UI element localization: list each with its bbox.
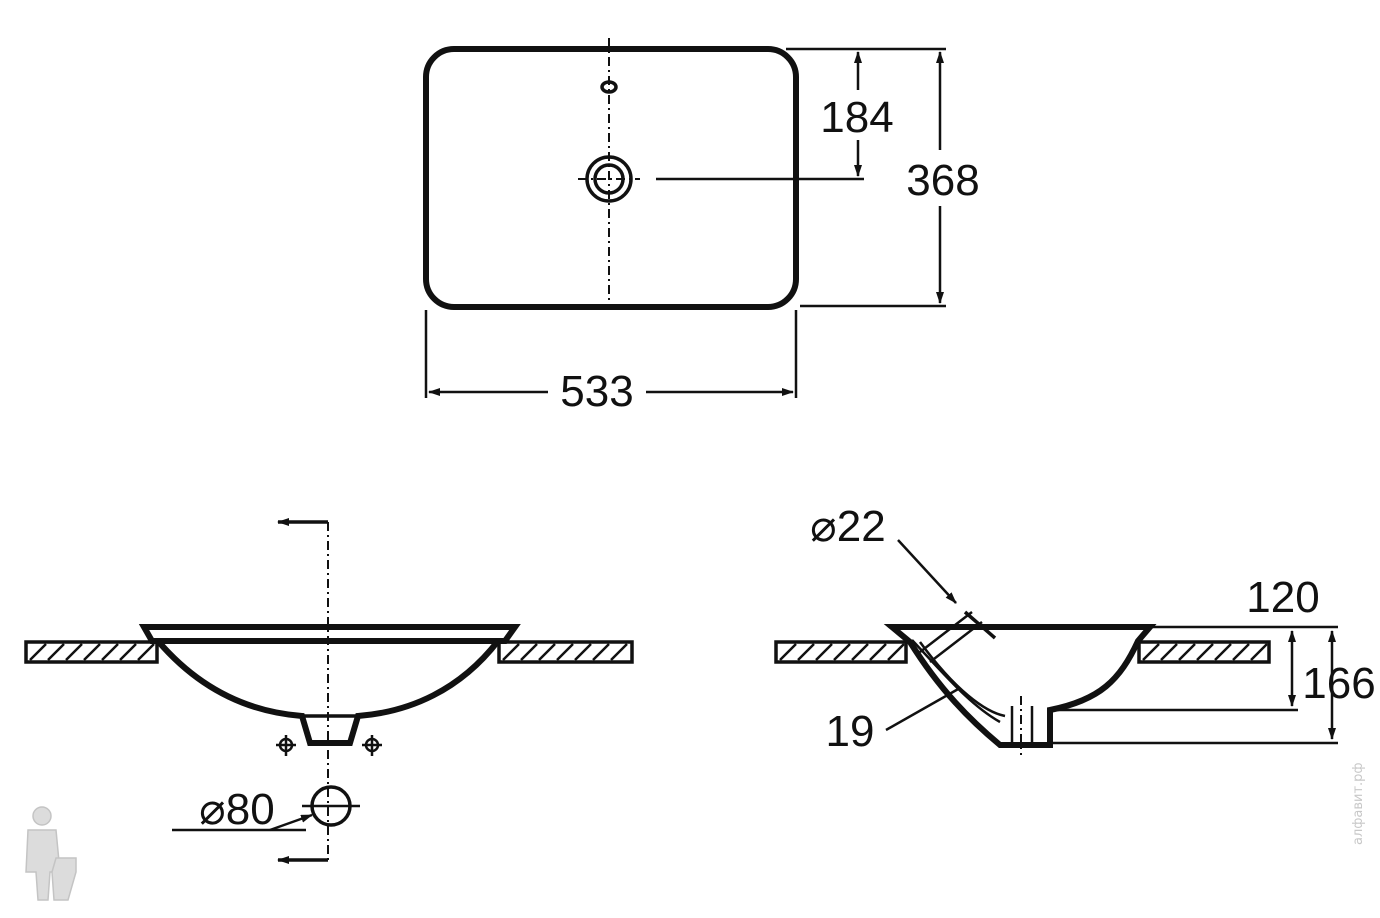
fixing-hole-left-icon [276,735,296,756]
side-basin-outline [883,624,1157,748]
leader-22-ext [963,610,997,640]
dim-label-depth: 368 [906,156,979,205]
top-view: 368 184 533 [423,38,980,416]
overflow-channel-2 [929,621,983,663]
countertop-hatch-left [29,643,155,661]
side-countertop-right [1137,640,1271,664]
leader-22 [897,539,957,604]
basin-bowl-front [155,639,501,746]
dim-label-drain-diameter: ⌀80 [199,785,274,834]
countertop-hatch-right [502,643,628,661]
dim-label-wall-thickness: 19 [826,707,875,756]
front-section-view: ⌀80 [24,518,634,864]
plumber-logo-icon [25,806,77,901]
dim-label-overflow-diameter: ⌀22 [810,502,885,551]
leader-19 [885,686,961,732]
side-countertop-left [774,640,908,664]
side-section-view: ⌀22 19 120 166 [774,502,1376,756]
countertop-right [497,640,634,664]
drain-outer-top [585,155,633,203]
dim-label-bowl-depth: 120 [1246,573,1319,622]
fixing-hole-right-icon [362,735,382,756]
side-countertop-hatch-right [1142,643,1268,661]
basin-rim-front [138,624,521,644]
side-basin-inner-wall-2 [918,641,1006,718]
watermark-text: алфавит.рф [1351,762,1366,845]
leader-80-arrow [269,813,313,832]
overflow-channel-1 [919,611,973,653]
side-countertop-hatch-left [779,643,905,661]
overflow-hole-top [600,80,618,94]
dim-label-drain-offset: 184 [820,93,893,142]
dim-label-overall-height: 166 [1302,659,1375,708]
drain-inner-top [593,163,625,195]
dim-label-width: 533 [560,367,633,416]
countertop-left [24,640,159,664]
